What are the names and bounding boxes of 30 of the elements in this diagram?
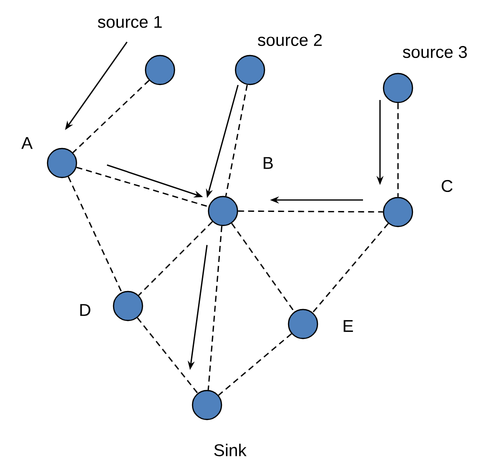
node-circle — [192, 390, 222, 420]
node-circle — [208, 196, 238, 226]
node-circle — [288, 308, 318, 340]
node-label: source 2 — [258, 34, 322, 46]
node-label: Sink — [214, 444, 247, 456]
node-circle — [382, 196, 414, 228]
connector-line — [218, 333, 292, 396]
connector-line — [138, 221, 213, 296]
node-label: C — [442, 180, 452, 192]
connector-line — [238, 210, 383, 213]
connector-line — [225, 84, 248, 196]
node-circle — [112, 290, 144, 322]
node-label: D — [80, 304, 90, 316]
node-label: B — [264, 157, 273, 169]
connector-line — [208, 226, 222, 390]
connector-line — [72, 80, 150, 154]
connector-line — [231, 222, 295, 312]
node-label: source 3 — [402, 46, 467, 58]
node-label: A — [21, 137, 33, 149]
node-label: E — [344, 320, 353, 332]
node-label: source 1 — [98, 16, 162, 28]
connector-line — [76, 166, 209, 208]
node-circle — [234, 54, 266, 86]
connector-line — [68, 176, 122, 293]
node-circle — [46, 148, 78, 178]
connector-line — [312, 223, 389, 313]
node-circle — [144, 54, 176, 86]
connector-line — [136, 317, 198, 394]
node-circle — [382, 72, 414, 104]
connector-line — [397, 103, 399, 197]
